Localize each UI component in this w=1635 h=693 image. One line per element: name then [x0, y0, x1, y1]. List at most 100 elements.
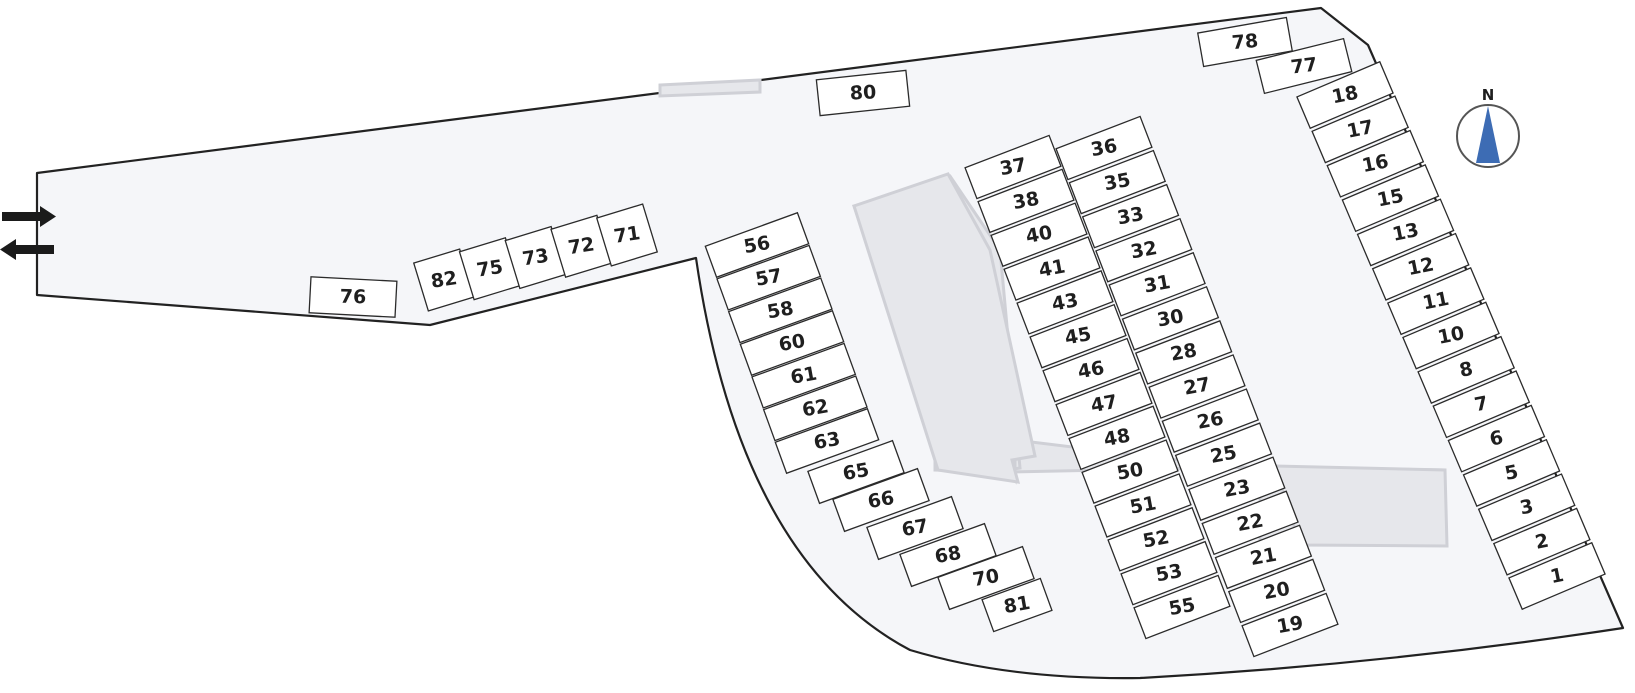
- parking-space-outline: [1477, 473, 1576, 542]
- parking-space-38: 38: [977, 168, 1075, 234]
- parking-space-number: 43: [1050, 289, 1080, 315]
- parking-space-outline: [981, 577, 1053, 633]
- parking-space-53: 53: [1120, 540, 1218, 606]
- parking-space-outline: [977, 168, 1075, 234]
- parking-space-number: 13: [1390, 219, 1420, 246]
- parking-space-outline: [1432, 370, 1531, 439]
- parking-space-48: 48: [1068, 405, 1166, 471]
- parking-space-36: 36: [1055, 115, 1153, 181]
- parking-space-18: 18: [1296, 60, 1394, 130]
- parking-space-41: 41: [1003, 236, 1101, 301]
- parking-space-number: 30: [1155, 305, 1185, 331]
- parking-space-25: 25: [1174, 422, 1273, 488]
- parking-space-21: 21: [1214, 524, 1313, 590]
- parking-space-outline: [1296, 60, 1394, 130]
- parking-space-outline: [866, 495, 964, 561]
- parking-space-outline: [1402, 301, 1500, 370]
- parking-space-outline: [1134, 320, 1233, 385]
- parking-space-65: 65: [807, 439, 905, 505]
- arrow-left-icon: [0, 239, 54, 260]
- parking-space-number: 2: [1533, 530, 1550, 554]
- parking-space-outline: [774, 407, 880, 475]
- buildings: [658, 78, 1449, 548]
- parking-space-number: 50: [1115, 458, 1145, 484]
- parking-space-number: 16: [1360, 150, 1390, 177]
- parking-space-outline: [807, 439, 905, 505]
- parking-space-number: 46: [1076, 357, 1106, 383]
- parking-space-71: 71: [595, 203, 659, 267]
- parking-space-outline: [1094, 473, 1192, 538]
- parking-space-number: 51: [1128, 492, 1158, 518]
- parking-space-number: 62: [800, 395, 830, 421]
- parking-space-outline: [1255, 37, 1353, 95]
- parking-space-number: 80: [849, 81, 877, 104]
- parking-space-number: 67: [900, 515, 930, 541]
- parking-space-outline: [1081, 183, 1180, 249]
- parking-space-outline: [751, 342, 857, 409]
- parking-space-46: 46: [1042, 337, 1140, 403]
- parking-space-12: 12: [1371, 232, 1470, 301]
- parking-space-43: 43: [1016, 270, 1114, 335]
- parking-space-number: 55: [1167, 594, 1197, 620]
- parking-space-number: 5: [1503, 461, 1520, 485]
- parking-space-30: 30: [1121, 285, 1220, 351]
- parking-space-number: 63: [812, 428, 842, 454]
- parking-space-number: 47: [1089, 391, 1119, 417]
- parking-space-outline: [716, 244, 822, 311]
- parking-space-outline: [739, 309, 845, 377]
- parking-space-number: 77: [1290, 53, 1319, 78]
- parking-space-outline: [1196, 16, 1294, 68]
- parking-space-outline: [1371, 232, 1470, 301]
- parking-space-2: 2: [1492, 507, 1591, 576]
- parking-space-number: 3: [1518, 495, 1535, 519]
- parking-space-16: 16: [1326, 129, 1425, 198]
- parking-space-outline: [937, 545, 1035, 611]
- parking-space-15: 15: [1341, 163, 1440, 233]
- parking-space-outline: [1016, 270, 1114, 335]
- parking-space-20: 20: [1227, 558, 1326, 624]
- parking-space-number: 19: [1275, 612, 1305, 638]
- parking-space-number: 66: [866, 487, 896, 513]
- parking-space-11: 11: [1386, 267, 1485, 336]
- parking-space-40: 40: [990, 202, 1088, 268]
- parking-space-outline: [1121, 285, 1220, 351]
- parking-space-73: 73: [504, 225, 567, 290]
- parking-space-outline: [1120, 540, 1218, 606]
- parking-space-number: 53: [1154, 560, 1184, 586]
- parking-space-outline: [1108, 251, 1206, 317]
- parking-space-81: 81: [981, 577, 1053, 633]
- parking-space-number: 61: [789, 363, 819, 389]
- parking-space-56: 56: [704, 211, 810, 279]
- parking-space-57: 57: [716, 244, 822, 311]
- parking-space-outline: [1462, 438, 1561, 508]
- parking-space-52: 52: [1107, 506, 1205, 572]
- parking-space-number: 82: [429, 267, 458, 293]
- parking-space-number: 72: [567, 233, 596, 259]
- parking-space-number: 45: [1063, 323, 1093, 349]
- parking-space-number: 27: [1182, 373, 1212, 399]
- parking-space-outline: [762, 375, 868, 442]
- parking-space-number: 40: [1024, 221, 1054, 247]
- parking-space-number: 23: [1222, 475, 1252, 501]
- parking-space-number: 70: [971, 565, 1001, 591]
- parking-space-58: 58: [727, 277, 833, 344]
- parking-space-number: 17: [1345, 116, 1375, 143]
- parking-space-number: 1: [1548, 564, 1565, 588]
- parking-space-number: 41: [1037, 255, 1067, 281]
- parking-space-outline: [704, 211, 810, 279]
- compass-needle-icon: [1476, 106, 1500, 163]
- parking-space-19: 19: [1241, 592, 1339, 658]
- parking-space-number: 68: [933, 542, 963, 568]
- parking-space-number: 21: [1248, 544, 1278, 570]
- parking-space-outline: [1003, 236, 1101, 301]
- parking-space-55: 55: [1133, 574, 1231, 640]
- parking-space-outline: [1133, 574, 1231, 640]
- parking-space-number: 65: [841, 459, 871, 485]
- parking-space-6: 6: [1447, 404, 1546, 473]
- parking-space-number: 75: [475, 256, 504, 282]
- parking-space-outline: [1107, 506, 1205, 572]
- parking-space-outline: [1386, 267, 1485, 336]
- parking-space-35: 35: [1068, 149, 1167, 215]
- compass-label: N: [1482, 86, 1495, 104]
